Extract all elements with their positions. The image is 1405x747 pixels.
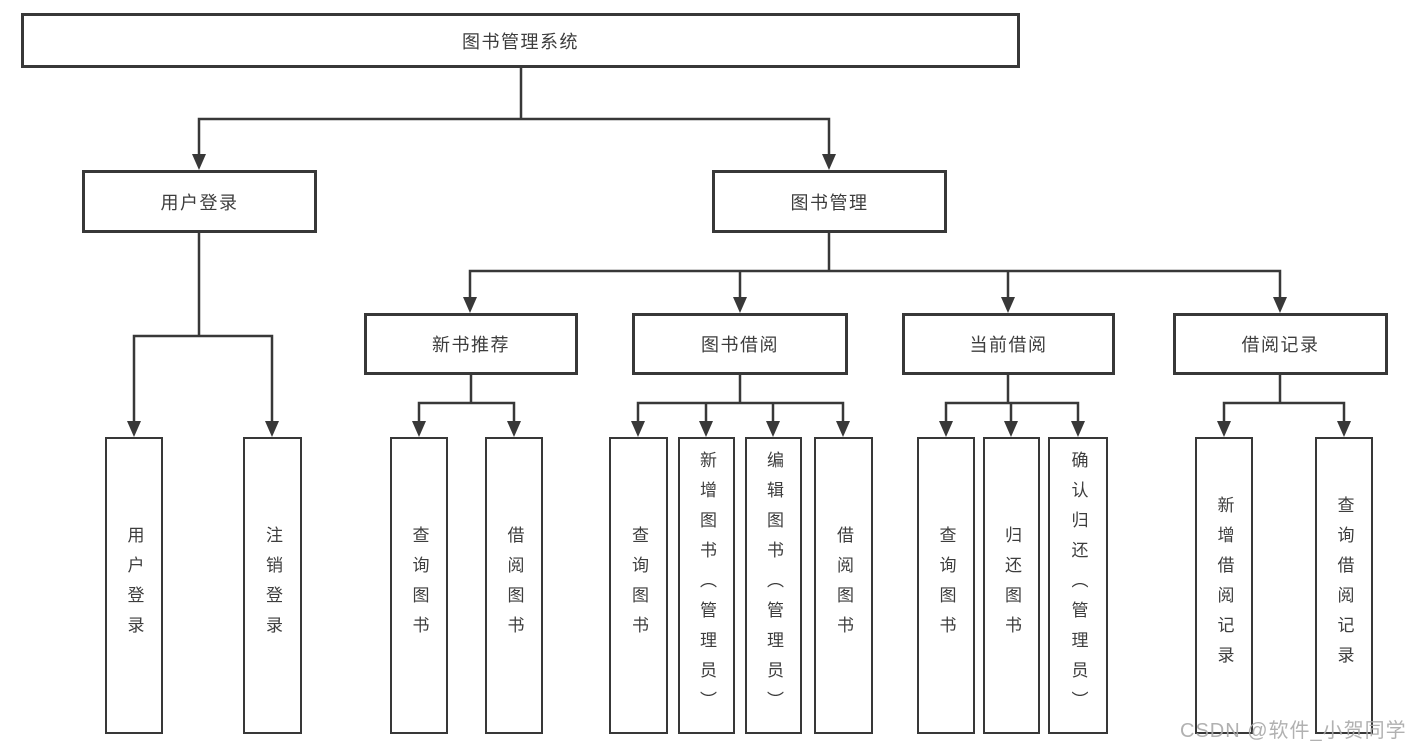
node-library-system: 图书管理系统: [21, 13, 1020, 68]
leaf-borrow-books-2-label: 借阅图书: [834, 525, 853, 646]
leaf-confirm-return-admin-label: 确认归还（管理员）: [1068, 450, 1088, 721]
leaf-borrow-books-2: 借阅图书: [814, 437, 873, 734]
leaf-query-books-3: 查询图书: [917, 437, 975, 734]
leaf-user-login: 用户登录: [105, 437, 163, 734]
leaf-borrow-books-1: 借阅图书: [485, 437, 543, 734]
leaf-query-books-1: 查询图书: [390, 437, 448, 734]
leaf-return-books: 归还图书: [983, 437, 1040, 734]
connector-path: [132, 66, 1346, 425]
node-book-borrowing-label: 图书借阅: [701, 335, 779, 355]
leaf-confirm-return-admin: 确认归还（管理员）: [1048, 437, 1108, 734]
node-user-login-label: 用户登录: [160, 192, 239, 213]
leaf-add-book-admin-label: 新增图书（管理员）: [697, 450, 716, 721]
leaf-query-books-2: 查询图书: [609, 437, 668, 734]
leaf-query-books-3-label: 查询图书: [936, 525, 956, 646]
leaf-edit-book-admin-label: 编辑图书（管理员）: [764, 450, 783, 721]
leaf-logout: 注销登录: [243, 437, 302, 734]
leaf-return-books-label: 归还图书: [1002, 525, 1021, 646]
node-borrowing-records: 借阅记录: [1173, 313, 1388, 375]
leaf-query-books-1-label: 查询图书: [409, 525, 429, 646]
node-book-borrowing: 图书借阅: [632, 313, 848, 375]
leaf-query-borrow-record: 查询借阅记录: [1315, 437, 1373, 734]
leaf-borrow-books-1-label: 借阅图书: [504, 525, 524, 646]
node-library-system-label: 图书管理系统: [462, 31, 579, 52]
leaf-add-borrow-record-label: 新增借阅记录: [1214, 495, 1234, 676]
leaf-query-books-2-label: 查询图书: [629, 525, 648, 646]
leaf-add-borrow-record: 新增借阅记录: [1195, 437, 1253, 734]
node-current-borrowing-label: 当前借阅: [969, 335, 1048, 355]
node-current-borrowing: 当前借阅: [902, 313, 1115, 375]
node-user-login: 用户登录: [82, 170, 317, 233]
node-new-book-recommend: 新书推荐: [364, 313, 578, 375]
node-borrowing-records-label: 借阅记录: [1241, 335, 1320, 355]
node-book-management: 图书管理: [712, 170, 947, 233]
node-book-management-label: 图书管理: [790, 192, 869, 213]
leaf-query-borrow-record-label: 查询借阅记录: [1334, 495, 1354, 676]
leaf-add-book-admin: 新增图书（管理员）: [678, 437, 735, 734]
leaf-logout-label: 注销登录: [263, 525, 282, 646]
leaf-edit-book-admin: 编辑图书（管理员）: [745, 437, 802, 734]
node-new-book-recommend-label: 新书推荐: [432, 335, 510, 355]
leaf-user-login-label: 用户登录: [124, 525, 144, 646]
watermark: CSDN @软件_小贺同学: [1180, 720, 1405, 742]
